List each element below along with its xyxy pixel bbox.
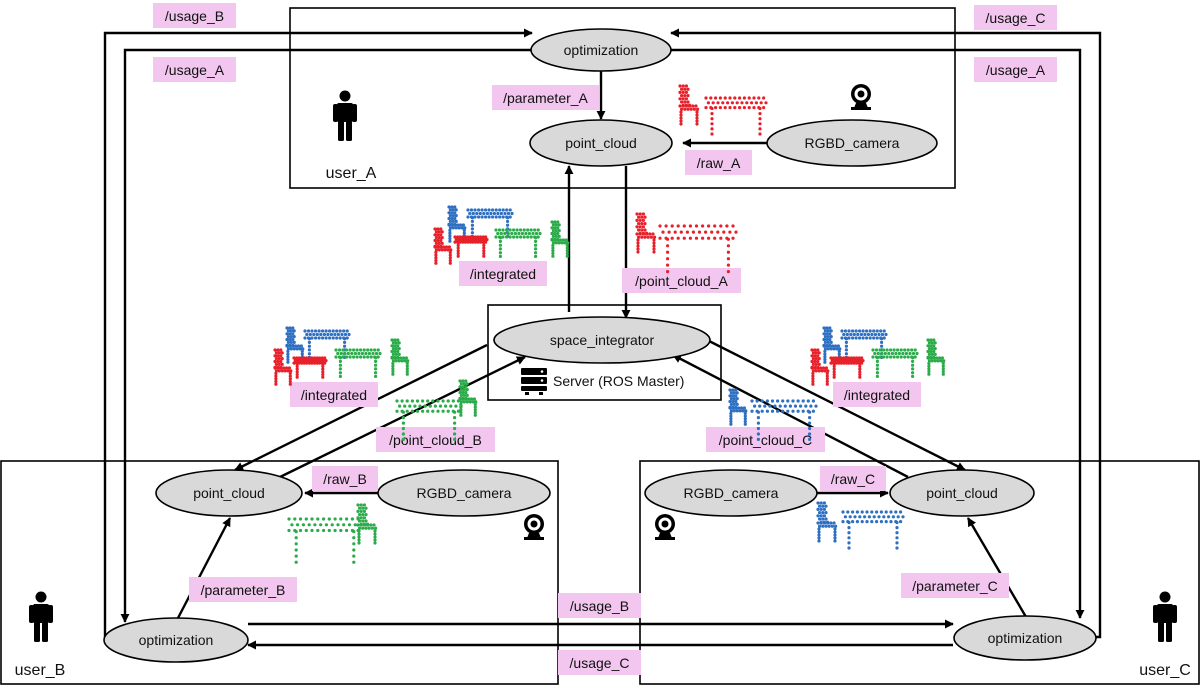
server-icon [521,368,547,395]
topic-point-cloud-c: /point_cloud_C [706,427,825,452]
svg-text:/integrated: /integrated [301,387,367,403]
edge-usage-a-right [671,48,1085,619]
topic-parameter-a: /parameter_A [492,85,599,110]
svg-text:/usage_B: /usage_B [570,598,629,614]
edge-usage-b-outer [103,28,533,642]
node-label: RGBD_camera [684,485,779,501]
node-point-cloud-c: point_cloud [889,469,1035,517]
svg-text:/parameter_A: /parameter_A [503,90,588,106]
svg-text:/raw_C: /raw_C [831,471,875,487]
point-cloud-icon [810,326,946,386]
point-cloud-icon [395,379,478,441]
node-point-cloud-a: point_cloud [529,119,673,167]
svg-text:/point_cloud_A: /point_cloud_A [635,273,728,289]
user-label: user_C [1139,662,1191,679]
topic-raw-c: /raw_C [820,466,886,491]
svg-text:/parameter_B: /parameter_B [201,582,286,598]
topic-point-cloud-a: /point_cloud_A [622,268,741,293]
node-rgbd-camera-a: RGBD_camera [766,119,938,167]
edge-parameter-b [176,517,232,619]
point-cloud-icon [635,212,738,274]
topic-usage-b-bottom: /usage_B [558,593,641,618]
point-cloud-icon [816,501,905,550]
edge-point-cloud-c [672,353,909,479]
server-frame [487,304,722,401]
node-label: optimization [564,42,639,58]
svg-text:/usage_A: /usage_A [165,62,225,78]
topic-integrated-c: /integrated [833,382,921,407]
svg-text:/usage_B: /usage_B [165,8,224,24]
svg-text:/point_cloud_B: /point_cloud_B [389,432,482,448]
topic-usage-a-right: /usage_A [974,57,1057,82]
point-cloud-icon [273,326,410,386]
svg-text:/usage_C: /usage_C [986,10,1046,26]
person-icon [1153,591,1177,642]
point-cloud-icon [287,503,378,564]
node-point-cloud-b: point_cloud [155,469,303,517]
person-icon [333,90,357,141]
node-label: space_integrator [550,332,655,348]
user-a-frame [289,7,956,189]
svg-text:/parameter_C: /parameter_C [912,578,998,594]
node-rgbd-camera-c: RGBD_camera [644,469,818,517]
node-label: optimization [139,632,214,648]
user-c-frame [639,460,1200,685]
webcam-icon [655,514,675,540]
node-rgbd-camera-b: RGBD_camera [377,469,551,517]
svg-text:/integrated: /integrated [844,387,910,403]
connections [103,28,1102,650]
svg-text:/raw_A: /raw_A [697,155,741,171]
topic-parameter-c: /parameter_C [901,573,1009,598]
topic-usage-b-top: /usage_B [153,3,236,28]
topic-integrated-a: /integrated [459,261,547,286]
svg-text:/usage_A: /usage_A [986,62,1046,78]
topic-parameter-b: /parameter_B [189,577,297,602]
node-optimization-c: optimization [953,615,1097,661]
user-a: user_A [326,90,377,182]
node-space-integrator: space_integrator [493,316,711,364]
edge-integrated-b [234,343,488,472]
user-label: user_B [15,662,66,679]
node-optimization-a: optimization [530,28,672,72]
topic-point-cloud-b: /point_cloud_B [376,427,495,452]
topic-usage-c-bottom: /usage_C [558,650,641,675]
node-label: point_cloud [926,485,998,501]
node-label: optimization [988,630,1063,646]
topic-integrated-b: /integrated [290,382,378,407]
node-label: RGBD_camera [805,135,900,151]
node-label: point_cloud [565,135,637,151]
user-c: user_C [1139,591,1191,679]
edge-parameter-c [966,517,1028,618]
point-cloud-icon [678,84,768,136]
node-label: RGBD_camera [417,485,512,501]
topic-raw-a: /raw_A [685,150,752,175]
user-b-frame [0,460,559,685]
user-label: user_A [326,165,377,182]
topic-raw-b: /raw_B [312,466,378,491]
node-optimization-b: optimization [103,617,249,663]
edge-usage-c-outer [670,28,1102,639]
webcam-icon [524,514,544,540]
server-label: Server (ROS Master) [553,373,684,389]
point-cloud-icon [433,205,570,265]
point-cloud-icon [728,388,818,441]
point-cloud-illustrations [273,84,946,564]
edge-usage-a-left [120,48,532,623]
node-label: point_cloud [193,485,265,501]
person-icon [29,591,53,642]
svg-text:/integrated: /integrated [470,266,536,282]
topic-usage-a-left: /usage_A [153,57,236,82]
user-b: user_B [15,591,66,679]
topic-labels: /usage_B /usage_A /usage_C /usage_A /par… [153,3,1057,675]
topic-usage-c-top: /usage_C [974,5,1057,30]
svg-text:/usage_C: /usage_C [570,655,630,671]
svg-text:/point_cloud_C: /point_cloud_C [719,432,812,448]
svg-text:/raw_B: /raw_B [323,471,367,487]
webcam-icon [851,84,871,110]
